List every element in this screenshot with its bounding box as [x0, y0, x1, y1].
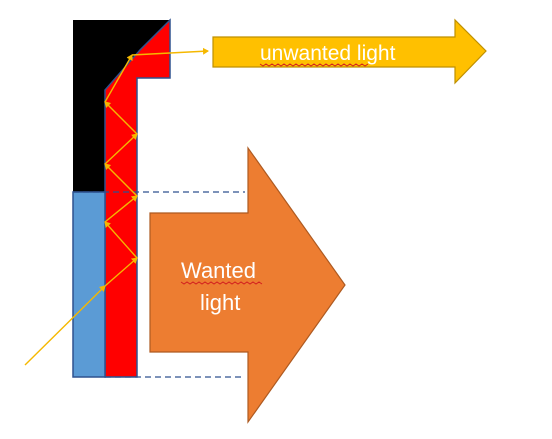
light-ray-path — [24, 47, 209, 366]
spellcheck-underline-wanted — [180, 281, 263, 285]
spellcheck-underline-unwanted — [259, 63, 369, 67]
wanted-light-arrow — [149, 146, 346, 424]
wanted-light-label-line2: light — [200, 290, 240, 315]
wanted-light-label-line1: Wanted — [181, 258, 256, 283]
unwanted-light-arrow — [212, 18, 487, 85]
blue-source-block — [72, 191, 106, 378]
unwanted-light-label: unwanted light — [260, 42, 396, 65]
black-absorber-block — [73, 20, 170, 192]
